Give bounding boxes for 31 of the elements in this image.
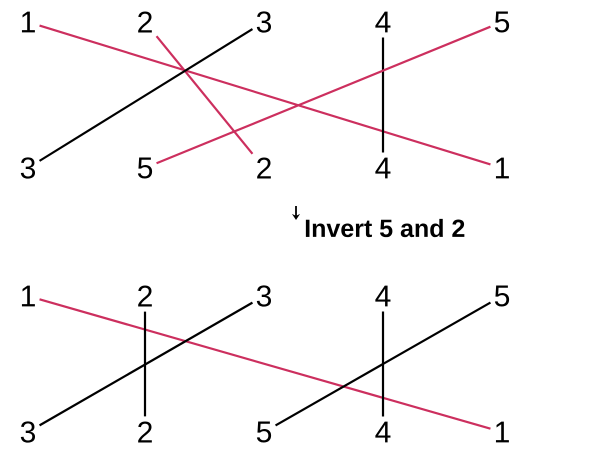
connecting-line [144,312,146,416]
number-label: 1 [496,422,509,442]
connecting-line [382,312,384,416]
number-label: 5 [494,12,510,32]
number-label: 5 [138,158,152,178]
number-label: 4 [375,286,390,306]
number-label: 3 [256,11,272,33]
number-label: 2 [138,422,152,442]
number-label: 4 [375,12,390,32]
connecting-line [39,298,491,430]
number-label: 4 [375,422,390,442]
step-caption: Invert 5 and 2 [306,218,464,238]
number-label: 1 [22,286,35,306]
number-label: 3 [256,285,272,307]
number-label: 2 [138,12,152,32]
connecting-line [156,35,254,155]
number-label: 5 [256,422,272,442]
number-label: 1 [496,158,509,178]
connecting-line [38,28,254,162]
number-label: 4 [375,158,390,178]
number-label: 1 [22,12,35,32]
connecting-line [156,26,491,164]
connecting-line [275,302,492,426]
connecting-line [39,302,254,426]
number-label: 5 [494,286,510,306]
number-label: 3 [20,421,36,443]
connecting-line [382,38,384,152]
number-label: 2 [138,286,152,306]
number-label: 3 [20,157,36,179]
connecting-line [39,24,491,166]
number-label: 2 [257,158,271,178]
